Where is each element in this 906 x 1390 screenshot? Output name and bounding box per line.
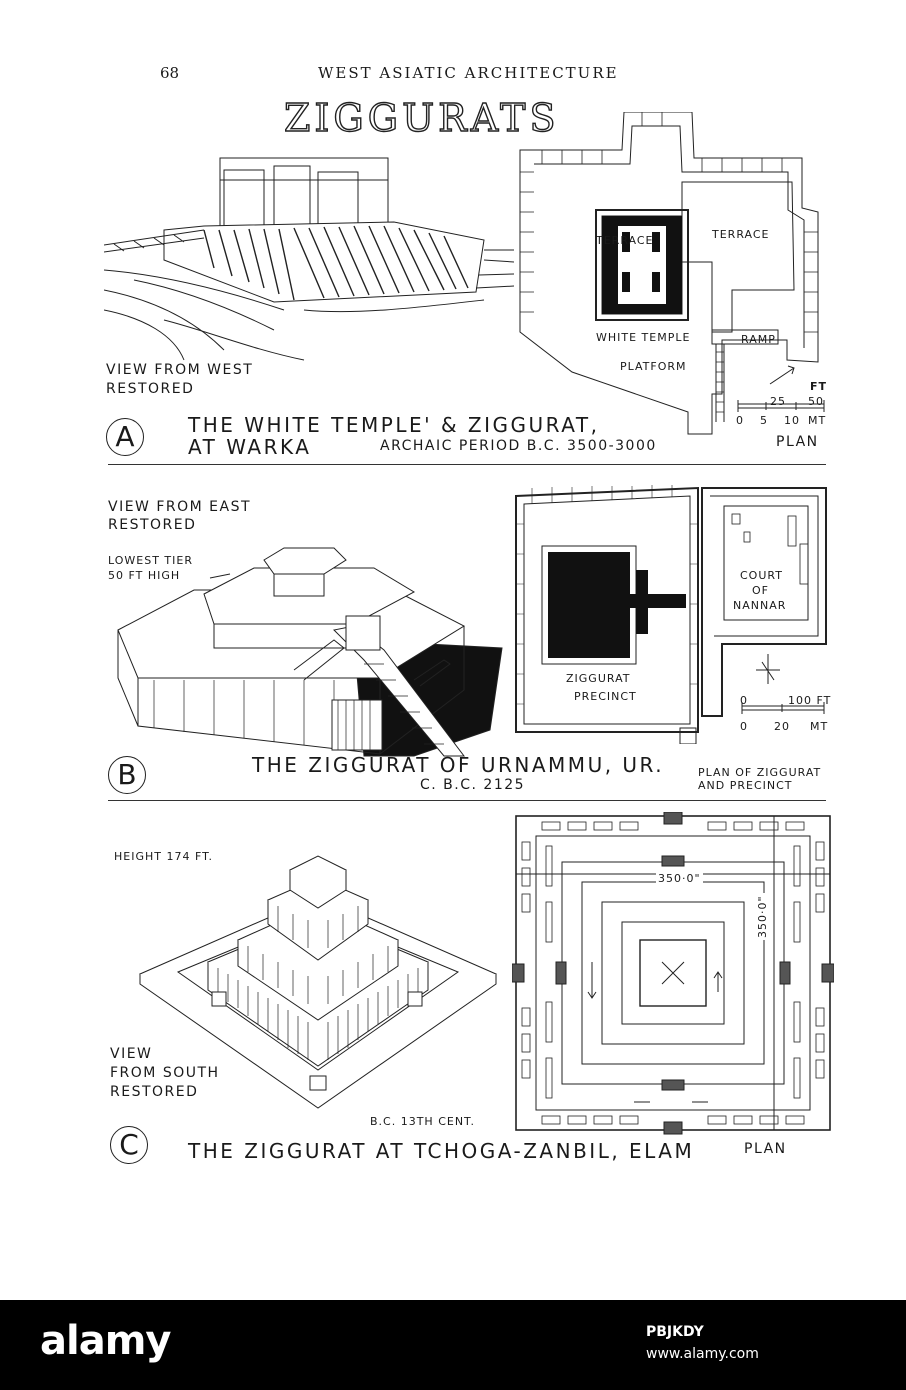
- warka-platform-label: PLATFORM: [620, 360, 687, 373]
- chogha-dim-horizontal: 350·0": [656, 872, 703, 886]
- warka-scale-ft-50: 50: [808, 395, 824, 408]
- warka-plan-label: PLAN: [776, 434, 819, 450]
- warka-scale-mt-10: 10: [784, 414, 800, 427]
- running-title: WEST ASIATIC ARCHITECTURE: [318, 64, 619, 82]
- ur-view-label-1: VIEW FROM EAST: [108, 499, 252, 515]
- ur-tier-note-2: 50 FT HIGH: [108, 569, 181, 582]
- page-title: ZIGGURATS: [283, 95, 560, 140]
- warka-plan-drawing: [519, 112, 825, 435]
- ur-tier-note-1: LOWEST TIER: [108, 554, 193, 567]
- watermark-url: www.alamy.com: [646, 1346, 759, 1362]
- ur-scale-mt: MT: [810, 720, 829, 733]
- ur-scale-100: 100 FT: [788, 694, 832, 707]
- watermark-bar: [0, 1300, 906, 1390]
- panel-c-letter: C: [110, 1126, 148, 1164]
- warka-scale-ft-25: 25: [770, 395, 786, 408]
- ur-view-drawing: [117, 547, 503, 757]
- warka-period: ARCHAIC PERIOD B.C. 3500-3000: [380, 438, 657, 454]
- warka-caption-2: AT WARKA: [188, 435, 312, 459]
- ur-court-3: NANNAR: [733, 599, 787, 612]
- warka-view-label-2: RESTORED: [106, 381, 195, 397]
- book-page: 68 WEST ASIATIC ARCHITECTURE ZIGGURATS: [104, 64, 834, 1164]
- ur-plan-label-2: AND PRECINCT: [698, 779, 793, 792]
- ur-scale-20: 20: [774, 720, 790, 733]
- chogha-caption: THE ZIGGURAT AT TCHOGA-ZANBIL, ELAM: [188, 1139, 695, 1163]
- warka-scale-mt-unit: MT: [808, 414, 827, 427]
- warka-ramp-label: RAMP: [741, 333, 776, 346]
- chogha-date: B.C. 13TH CENT.: [370, 1115, 475, 1128]
- ur-plan-label-1: PLAN OF ZIGGURAT: [698, 766, 822, 779]
- alamy-logo: alamy: [40, 1318, 171, 1364]
- chogha-view-drawing: [138, 855, 498, 1109]
- divider-a-b: [108, 464, 826, 465]
- chogha-view-label-1: VIEW: [110, 1046, 153, 1062]
- panel-b-letter: B: [108, 756, 146, 794]
- warka-terrace-label: TERRACE: [596, 234, 654, 247]
- warka-caption-1: THE WHITE TEMPLE' & ZIGGURAT,: [188, 413, 600, 437]
- ur-precinct-label: PRECINCT: [574, 690, 637, 703]
- ur-court-1: COURT: [740, 569, 783, 582]
- warka-scale-ft-unit: FT: [810, 380, 828, 393]
- ur-court-2: OF: [752, 584, 769, 597]
- warka-scale-mt-5: 5: [760, 414, 768, 427]
- divider-b-c: [108, 800, 826, 801]
- chogha-dim-vertical: 350·0": [756, 893, 770, 940]
- chogha-view-label-2: FROM SOUTH: [110, 1065, 220, 1081]
- ur-plan-drawing: [515, 485, 827, 744]
- warka-terrace-label-2: TERRACE: [712, 228, 770, 241]
- ur-scale-0b: 0: [740, 720, 748, 733]
- warka-temple-label: WHITE TEMPLE: [596, 331, 691, 344]
- chogha-view-label-3: RESTORED: [110, 1084, 199, 1100]
- chogha-height-note: HEIGHT 174 FT.: [114, 850, 214, 863]
- chogha-plan-label: PLAN: [744, 1141, 787, 1157]
- warka-scale-mt-0: 0: [736, 414, 744, 427]
- ur-caption: THE ZIGGURAT OF URNAMMU, UR.: [252, 753, 665, 777]
- panel-a-letter: A: [106, 418, 144, 456]
- warka-view-label-1: VIEW FROM WEST: [106, 362, 254, 378]
- ur-ziggurat-label: ZIGGURAT: [566, 672, 631, 685]
- ur-date: C. B.C. 2125: [420, 777, 526, 793]
- ur-scale-0: 0: [740, 694, 748, 707]
- ur-view-label-2: RESTORED: [108, 517, 197, 533]
- warka-view-drawing: [104, 157, 514, 361]
- page-number: 68: [160, 64, 180, 82]
- image-code: PBJKDY: [646, 1324, 704, 1340]
- chogha-plan-drawing: [512, 812, 834, 1135]
